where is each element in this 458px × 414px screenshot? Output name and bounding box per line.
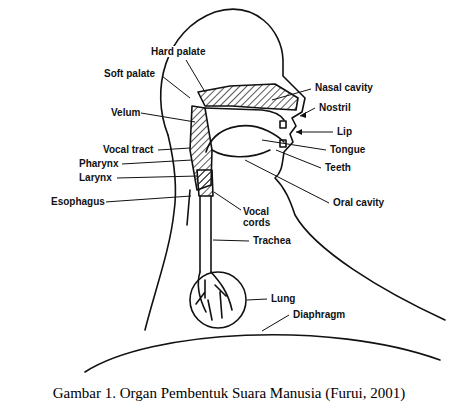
part-label: Pharynx [78,158,119,169]
part-label: Hard palate [150,46,206,57]
part-label: Vocal tract [102,144,154,155]
part-label: Tongue [329,144,366,155]
figure-caption: Gambar 1. Organ Pembentuk Suara Manusia … [0,385,458,402]
part-label: Teeth [324,162,352,173]
leader-lines [105,60,333,331]
part-label: Trachea [252,235,292,246]
part-label: Oral cavity [332,197,385,208]
part-label: Soft palate [103,68,156,79]
part-label: Larynx [78,172,113,183]
part-label: Nostril [318,102,352,113]
part-label: Vocal cords [242,206,284,228]
part-label: Nasal cavity [314,82,374,93]
arrow-heads [296,112,306,135]
part-label: Lip [336,126,353,137]
part-label: Diaphragm [292,309,346,320]
part-label: Lung [270,293,296,304]
part-label: Velum [110,107,141,118]
part-label: Esophagus [50,196,106,207]
